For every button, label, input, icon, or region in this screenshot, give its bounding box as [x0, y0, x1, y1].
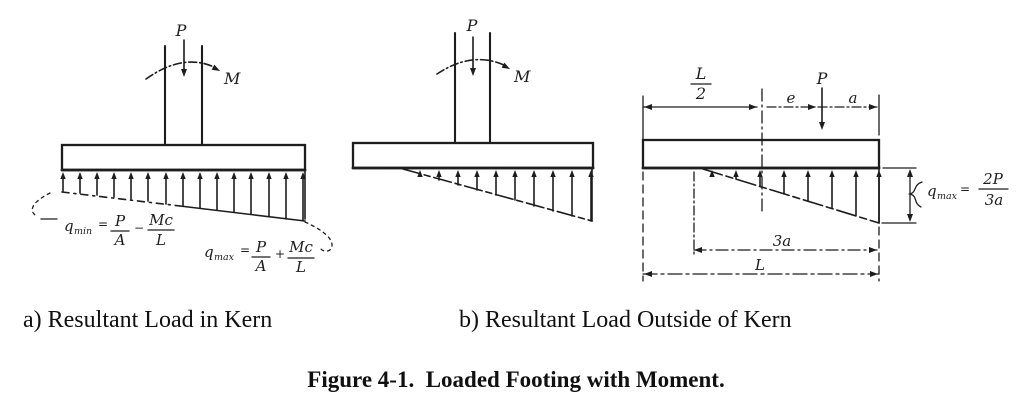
qmax-den1-a: A [254, 257, 267, 275]
moment-arrowhead-b [501, 62, 510, 69]
qmax-symbol-a: q [204, 243, 214, 261]
load-label-b: P [466, 16, 478, 35]
footing-a [60, 143, 307, 172]
qmax-brace-squiggle [907, 181, 923, 208]
qmin-formula: q min = P A − Mc L [64, 211, 175, 249]
panel-b-caption: b) Resultant Load Outside of Kern [459, 307, 792, 333]
moment-label-a: M [223, 69, 241, 88]
qmax-subscript-b: max [937, 191, 958, 202]
pressure-arrowheads-b [417, 170, 594, 177]
footing-length-label: L [754, 256, 765, 274]
qmin-num2: Mc [148, 211, 173, 229]
qmax-operator-a: + [275, 247, 285, 261]
qmax-leader-a [304, 221, 333, 252]
eccentricity-label: e [787, 89, 796, 107]
pressure-arrow-stems-a [62, 175, 304, 222]
qmin-operator: − [134, 221, 144, 235]
contact-width-label: 3a [773, 232, 792, 250]
load-arrowhead-b [470, 68, 476, 76]
half-length-den: 2 [695, 84, 706, 103]
qmax-subscript-a: max [214, 252, 235, 263]
footing-b [351, 141, 595, 170]
qmax-num1-a: P [255, 238, 267, 256]
qmin-equals: = [98, 217, 108, 231]
diagram-b-footing: P M [351, 16, 595, 222]
qmin-den2: L [155, 231, 166, 249]
qmin-subscript: min [74, 226, 92, 237]
diagram-a: P M q min = P A − Mc L q max [31, 21, 333, 276]
qmax-den-b: 3a [985, 191, 1004, 209]
qmax-num2-a: Mc [288, 238, 313, 256]
pressure-arrow-stems-b2 [735, 173, 880, 223]
qmax-formula-b: q max = 2P 3a [927, 170, 1009, 209]
qmin-symbol: q [64, 217, 74, 235]
moment-label-b: M [513, 67, 531, 86]
edge-distance-label: a [849, 89, 858, 107]
panel-a-caption: a) Resultant Load in Kern [23, 307, 272, 333]
figure-caption: Figure 4-1. Loaded Footing with Moment. [307, 367, 724, 392]
qmin-num1: P [114, 212, 126, 230]
moment-arrowhead-a [211, 64, 220, 71]
pressure-hypotenuse-b2 [702, 168, 880, 224]
qmin-leader-a [31, 192, 51, 216]
qmax-num-b: 2P [982, 170, 1004, 188]
top-extension-lines [642, 94, 880, 140]
qmax-symbol-b: q [927, 182, 937, 200]
load-arrowhead-a [181, 69, 187, 77]
load-label-a: P [175, 21, 187, 40]
load-arrowhead-b2 [819, 122, 825, 130]
qmax-equals-b: = [960, 182, 970, 196]
footing-b2 [641, 138, 881, 170]
moment-arc-b [436, 58, 507, 75]
qmin-den1: A [113, 231, 126, 249]
pressure-bottom-dashed-a [61, 191, 181, 207]
qmax-formula-a: q max = P A + Mc L [204, 238, 315, 276]
qmax-extension-lines [881, 167, 917, 224]
diagram-b-dimensions: L 2 e P a 3a L q max = 2P 3a [641, 64, 1009, 282]
qmax-den2-a: L [295, 258, 306, 276]
half-length-num: L [695, 64, 707, 83]
pressure-arrowheads-b2 [709, 170, 882, 177]
pressure-arrowheads-a [60, 172, 306, 179]
pressure-hypotenuse-b [402, 168, 593, 222]
pressure-bottom-solid-a [179, 205, 306, 222]
qmax-equals-a: = [240, 243, 250, 257]
column-lines-b [453, 31, 492, 145]
column-lines-a [163, 44, 204, 147]
load-label-b2: P [816, 69, 828, 88]
moment-arc-a [145, 61, 217, 80]
